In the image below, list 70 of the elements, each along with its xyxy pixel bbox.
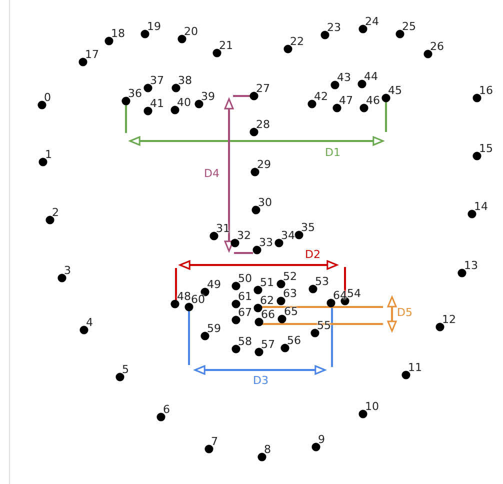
point-number: 56 <box>287 335 301 347</box>
point-number: 59 <box>207 323 221 335</box>
point-number: 43 <box>337 72 351 84</box>
point-number: 24 <box>365 16 379 28</box>
point-number: 42 <box>314 91 328 103</box>
point-number: 10 <box>365 401 379 413</box>
point-number: 27 <box>256 83 270 95</box>
point-number: 51 <box>260 277 274 289</box>
point-number: 41 <box>150 98 164 110</box>
point-number: 32 <box>237 230 251 242</box>
point-number: 54 <box>347 288 361 300</box>
dimension-label: D2 <box>305 249 320 261</box>
point-number: 29 <box>257 159 271 171</box>
point-number: 9 <box>318 434 325 446</box>
point-number: 44 <box>364 71 378 83</box>
point-number: 65 <box>284 306 298 318</box>
point-number: 61 <box>238 291 252 303</box>
point-number: 8 <box>264 444 271 456</box>
point-number: 53 <box>315 276 329 288</box>
point-number: 12 <box>442 314 456 326</box>
point-number: 14 <box>474 201 488 213</box>
point-number: 60 <box>191 294 205 306</box>
point-number: 35 <box>301 222 315 234</box>
point-number: 48 <box>177 291 191 303</box>
point-number: 50 <box>238 273 252 285</box>
point-number: 57 <box>261 339 275 351</box>
dimension-label: D5 <box>397 307 412 319</box>
point-number: 4 <box>86 317 93 329</box>
dimension-label: D1 <box>325 147 340 159</box>
point-number: 39 <box>201 91 215 103</box>
point-number: 18 <box>111 28 125 40</box>
point-number: 33 <box>259 237 273 249</box>
point-number: 6 <box>163 404 170 416</box>
point-number: 45 <box>388 85 402 97</box>
point-number: 5 <box>122 364 129 376</box>
point-number: 47 <box>339 95 353 107</box>
point-number: 20 <box>184 26 198 38</box>
point-number: 0 <box>44 92 51 104</box>
point-number: 28 <box>256 119 270 131</box>
point-number: 11 <box>408 362 422 374</box>
point-number: 37 <box>150 75 164 87</box>
point-number: 67 <box>238 307 252 319</box>
point-number: 26 <box>430 41 444 53</box>
point-number: 49 <box>207 279 221 291</box>
point-number: 16 <box>479 85 493 97</box>
dimension-label: D4 <box>204 168 220 180</box>
point-number: 63 <box>283 288 297 300</box>
dimension-label: D3 <box>253 375 268 387</box>
point-number: 46 <box>366 95 380 107</box>
point-number: 30 <box>258 197 272 209</box>
point-number: 21 <box>219 40 233 52</box>
point-number: 23 <box>327 22 341 34</box>
point-number: 17 <box>85 49 99 61</box>
point-number: 34 <box>281 230 295 242</box>
point-number: 2 <box>52 207 59 219</box>
point-number: 7 <box>211 436 218 448</box>
point-number: 15 <box>479 143 493 155</box>
point-number: 13 <box>464 260 478 272</box>
point-number: 3 <box>64 265 71 277</box>
point-number: 22 <box>290 36 304 48</box>
point-number: 19 <box>147 21 161 33</box>
point-number: 66 <box>261 309 275 321</box>
point-number: 58 <box>238 336 252 348</box>
point-number: 52 <box>283 271 297 283</box>
point-number: 62 <box>260 295 274 307</box>
point-number: 1 <box>45 149 52 161</box>
point-number: 40 <box>177 97 191 109</box>
point-number: 36 <box>128 88 142 100</box>
point-number: 25 <box>402 21 416 33</box>
point-number: 38 <box>178 75 192 87</box>
